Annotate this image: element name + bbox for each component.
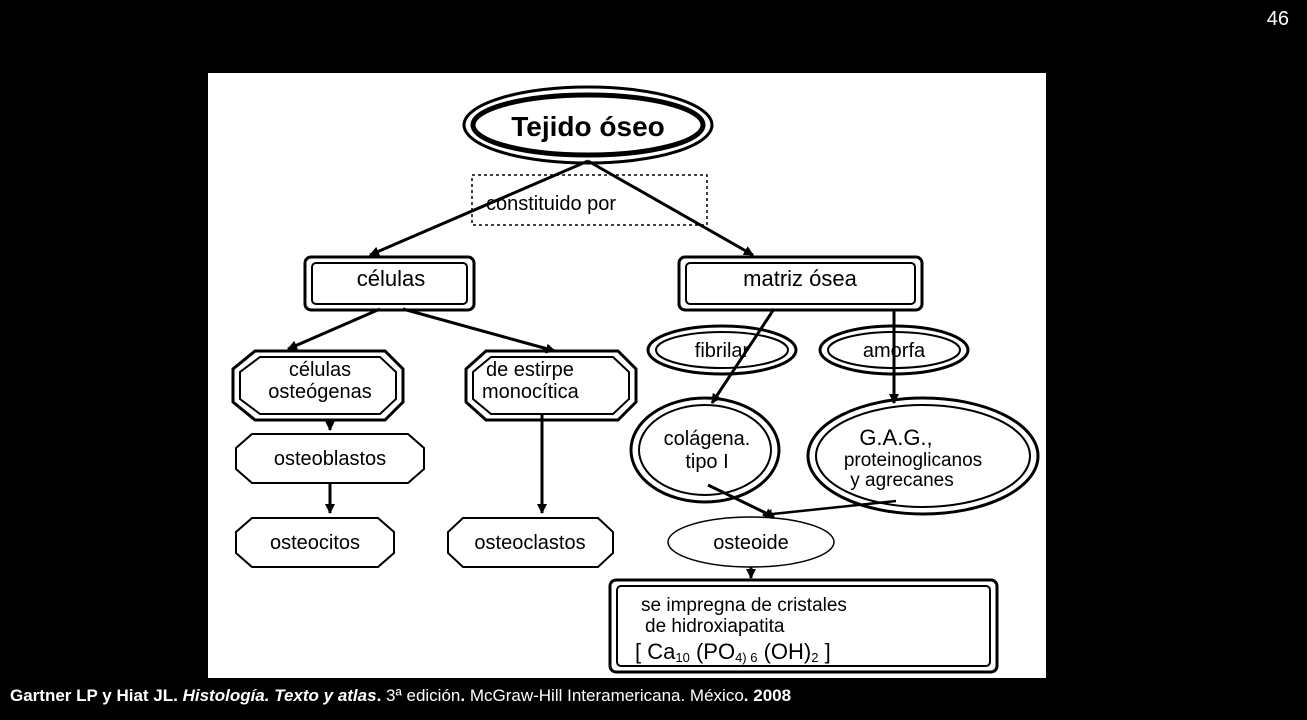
citation-year: 2008 bbox=[753, 686, 792, 705]
citation: Gartner LP y Hiat JL. Histología. Texto … bbox=[10, 686, 791, 706]
formula-part-open: [ Ca bbox=[635, 639, 676, 664]
matriz-label: matriz ósea bbox=[743, 266, 857, 291]
formula-part-close: ] bbox=[818, 639, 830, 664]
node-fibrilar: fibrilar bbox=[646, 324, 798, 376]
formula-part-po: (PO bbox=[690, 639, 735, 664]
node-estirpe-monocitica: de estirpe monocítica bbox=[464, 349, 638, 422]
arrow-matriz-to-colagena bbox=[710, 308, 776, 404]
node-impregnacion: se impregna de cristales de hidroxiapati… bbox=[608, 578, 999, 674]
arrow-root-to-celulas bbox=[369, 159, 589, 257]
citation-sep-1: . bbox=[173, 686, 183, 705]
node-osteoide: osteoide bbox=[667, 516, 835, 568]
fibrilar-label: fibrilar bbox=[695, 340, 750, 362]
node-gag: G.A.G., proteinoglicanos y agrecanes bbox=[806, 396, 1040, 516]
node-constituido-por: constituido por bbox=[471, 174, 708, 226]
arrow-gag-to-osteoide bbox=[762, 499, 897, 520]
gag-line3: y agrecanes bbox=[850, 470, 954, 491]
gag-line2: proteinoglicanos bbox=[844, 450, 982, 471]
osteoide-label: osteoide bbox=[713, 532, 789, 554]
node-colagena: colágena. tipo I bbox=[629, 396, 781, 504]
colagena-line1: colágena. bbox=[664, 428, 751, 450]
osteogenas-line2: osteógenas bbox=[268, 381, 371, 403]
formula-sub-2: 2 bbox=[811, 650, 818, 665]
arrow-root-to-matriz bbox=[587, 159, 754, 257]
formula-sub-10: 10 bbox=[675, 650, 689, 665]
connector-label: constituido por bbox=[486, 193, 616, 215]
monocitica-line1: de estirpe bbox=[486, 359, 574, 381]
osteoblastos-label: osteoblastos bbox=[274, 448, 386, 470]
node-tejido-oseo: Tejido óseo bbox=[462, 85, 714, 165]
root-label: Tejido óseo bbox=[511, 111, 665, 142]
concept-map-panel: Tejido óseo constituido por células matr… bbox=[208, 73, 1046, 678]
node-matriz-osea: matriz ósea bbox=[677, 255, 924, 312]
arrow-celulas-to-osteogenas bbox=[287, 307, 381, 351]
node-osteoclastos: osteoclastos bbox=[447, 517, 614, 568]
citation-sep-2: . bbox=[376, 686, 387, 705]
hydroxyapatite-formula: [ Ca10 (PO4) 6 (OH)2 ] bbox=[635, 639, 831, 665]
node-osteocitos: osteocitos bbox=[235, 517, 395, 568]
concept-map: Tejido óseo constituido por células matr… bbox=[231, 85, 1040, 674]
node-celulas-osteogenas: células osteógenas bbox=[231, 349, 405, 422]
slide-number: 46 bbox=[1266, 8, 1289, 30]
impregna-line2: de hidroxiapatita bbox=[645, 616, 785, 637]
node-osteoblastos: osteoblastos bbox=[235, 433, 425, 484]
arrow-celulas-to-monocitica bbox=[402, 307, 556, 354]
citation-sep-4: . bbox=[743, 686, 754, 705]
celulas-label: células bbox=[357, 266, 425, 291]
osteogenas-line1: células bbox=[289, 359, 351, 381]
colagena-line2: tipo I bbox=[685, 451, 728, 473]
formula-sub-4-6: 4) 6 bbox=[735, 650, 757, 665]
citation-authors: Gartner LP y Hiat JL bbox=[10, 686, 174, 705]
gag-line1: G.A.G., bbox=[859, 425, 932, 450]
citation-publisher: McGraw-Hill Interamericana. México bbox=[469, 686, 744, 705]
citation-title: Histología. Texto y atlas bbox=[182, 686, 377, 705]
osteocitos-label: osteocitos bbox=[270, 532, 360, 554]
osteoclastos-label: osteoclastos bbox=[474, 532, 585, 554]
monocitica-line2: monocítica bbox=[482, 381, 580, 403]
node-celulas: células bbox=[303, 255, 476, 312]
citation-edition: 3ª edición bbox=[386, 686, 461, 705]
citation-sep-3: . bbox=[460, 686, 470, 705]
impregna-line1: se impregna de cristales bbox=[641, 595, 847, 616]
formula-part-oh: (OH) bbox=[757, 639, 811, 664]
